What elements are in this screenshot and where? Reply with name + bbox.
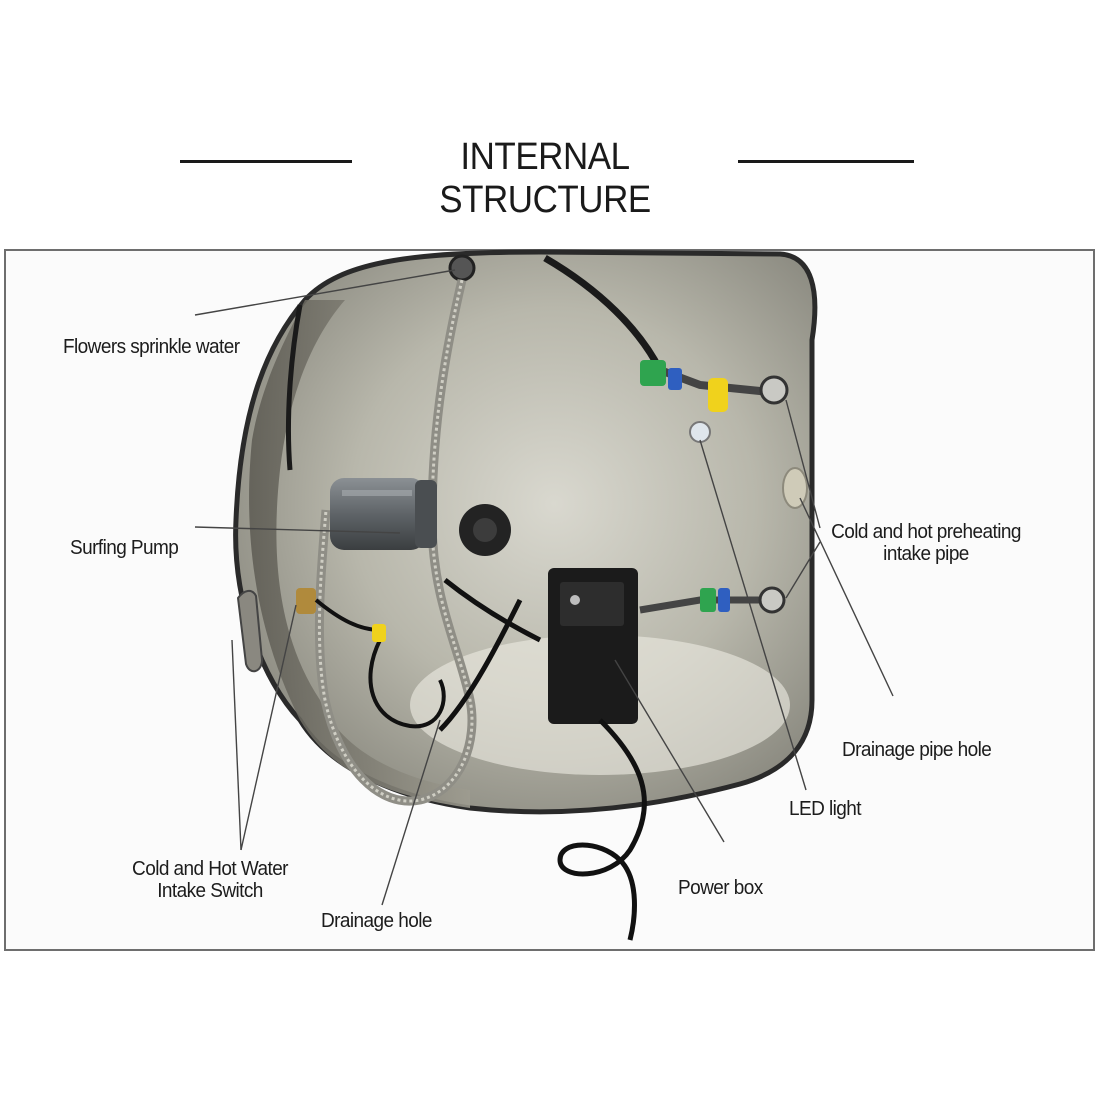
leader-drainage-hole: [381, 719, 441, 906]
drainage-pipe-hole: [782, 467, 808, 509]
mounting-bracket: [236, 590, 264, 673]
label-drainage-pipe-hole: Drainage pipe hole: [842, 739, 992, 761]
leader-preheat-upper: [785, 399, 821, 529]
title-rule-left: [180, 160, 352, 163]
title-rule-right: [738, 160, 914, 163]
leader-pump: [194, 526, 401, 534]
label-drainage-hole: Drainage hole: [321, 910, 432, 932]
label-surfing-pump: Surfing Pump: [70, 537, 179, 559]
label-cold-hot-switch-line2: Intake Switch: [157, 880, 263, 902]
power-box: [548, 568, 638, 724]
leader-switch-b: [240, 604, 297, 851]
label-cold-hot-switch-line1: Cold and Hot Water: [132, 858, 288, 880]
label-cold-hot-preheating-line2: intake pipe: [883, 543, 969, 565]
label-led-light: LED light: [789, 798, 862, 820]
label-cold-hot-preheating-line1: Cold and hot preheating: [831, 521, 1021, 543]
leader-switch-a: [231, 639, 242, 851]
leader-drainage-pipe: [799, 497, 894, 697]
leader-led: [699, 439, 807, 791]
basin-side-wall: [249, 300, 470, 808]
leader-power-box: [614, 659, 725, 843]
leader-lines: [194, 269, 894, 906]
upper-fittings: [640, 360, 789, 412]
led-light: [689, 421, 711, 443]
leader-preheat-lower: [785, 541, 821, 599]
label-flowers-sprinkle-water: Flowers sprinkle water: [63, 336, 240, 358]
label-cold-hot-preheating: Cold and hot preheating intake pipe: [827, 521, 1025, 565]
intake-switch-fittings: [296, 588, 386, 642]
leader-flowers: [194, 269, 456, 316]
top-cable: [543, 254, 664, 372]
lower-fittings: [639, 586, 786, 614]
surfing-pump: [330, 478, 437, 550]
sprinkle-nozzle: [448, 254, 476, 282]
wiring: [438, 578, 647, 941]
page-title: INTERNAL STRUCTURE: [439, 136, 651, 221]
label-cold-hot-switch: Cold and Hot Water Intake Switch: [115, 858, 305, 902]
label-power-box: Power box: [678, 877, 763, 899]
title-row: INTERNAL STRUCTURE: [0, 128, 1100, 221]
